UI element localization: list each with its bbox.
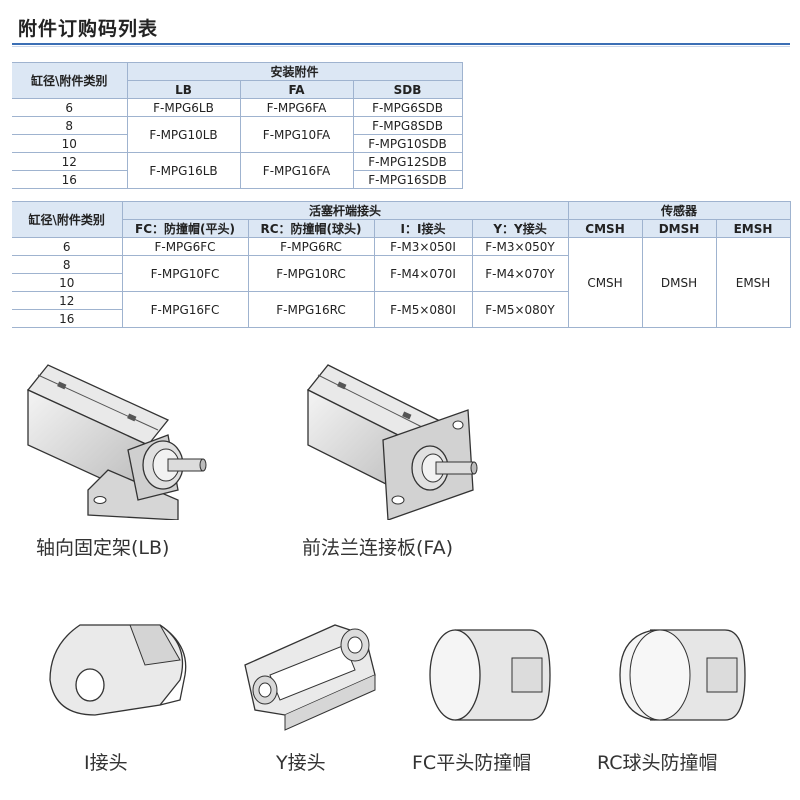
- rc-cell: F-MPG16RC: [247, 291, 375, 328]
- y-cell: F-M5×080Y: [471, 291, 569, 328]
- y-joint-illustration: [244, 624, 376, 731]
- sdb-cell: F-MPG10SDB: [352, 134, 463, 153]
- title-rule-secondary: [12, 46, 790, 47]
- bore-cell: 16: [12, 309, 123, 328]
- table-row: 8 F-MPG10FC F-MPG10RC F-M4×070I F-M4×070…: [12, 255, 790, 292]
- lb-cell: F-MPG16LB: [126, 152, 241, 189]
- bore-cell: 6: [12, 98, 128, 117]
- table1-corner-header: 缸径\附件类别: [12, 62, 128, 99]
- y-caption: Y接头: [276, 752, 326, 774]
- bore-cell: 8: [12, 255, 123, 274]
- table2-corner-header: 缸径\附件类别: [12, 201, 123, 238]
- lb-cell: F-MPG6LB: [126, 98, 241, 117]
- lb-caption: 轴向固定架(LB): [36, 537, 170, 559]
- y-cell: F-M3×050Y: [471, 237, 569, 256]
- dmsh-cell: DMSH: [641, 237, 717, 328]
- fa-cell: F-MPG10FA: [239, 116, 354, 153]
- table2-sensor-group-header: 传感器: [567, 201, 791, 220]
- i-caption: I接头: [84, 752, 128, 774]
- bore-cell: 12: [12, 152, 128, 171]
- sdb-cell: F-MPG12SDB: [352, 152, 463, 171]
- bore-cell: 10: [12, 273, 123, 292]
- i-cell: F-M3×050I: [373, 237, 473, 256]
- i-cell: F-M5×080I: [373, 291, 473, 328]
- fa-cell: F-MPG16FA: [239, 152, 354, 189]
- table-row: 6 F-MPG6LB F-MPG6FA F-MPG6SDB: [12, 98, 463, 117]
- table-row: 12 F-MPG16FC F-MPG16RC F-M5×080I F-M5×08…: [12, 291, 790, 328]
- table2-col-fc: FC：防撞帽(平头): [121, 219, 249, 238]
- table2-col-i: I：I接头: [373, 219, 473, 238]
- fa-caption: 前法兰连接板(FA): [302, 537, 454, 559]
- cmsh-cell: CMSH: [567, 237, 643, 328]
- emsh-cell: EMSH: [715, 237, 791, 328]
- bore-cell: 12: [12, 291, 123, 310]
- table2-rod-group-header: 活塞杆端接头: [121, 201, 569, 220]
- sdb-cell: F-MPG16SDB: [352, 170, 463, 189]
- table1-col-sdb: SDB: [352, 80, 463, 99]
- table2-col-cmsh: CMSH: [567, 219, 643, 238]
- table-row: 16 F-MPG16SDB: [12, 170, 463, 189]
- i-joint-illustration: [49, 624, 187, 716]
- fc-cell: F-MPG16FC: [121, 291, 249, 328]
- table2-col-y: Y：Y接头: [471, 219, 569, 238]
- bore-cell: 10: [12, 134, 128, 153]
- table1-col-lb: LB: [126, 80, 241, 99]
- fc-caption: FC平头防撞帽: [412, 752, 532, 774]
- bore-cell: 8: [12, 116, 128, 135]
- fc-cap-illustration: [429, 629, 551, 721]
- y-cell: F-M4×070Y: [471, 255, 569, 292]
- rc-caption: RC球头防撞帽: [597, 752, 718, 774]
- table2-col-emsh: EMSH: [715, 219, 791, 238]
- fa-flange-illustration: [306, 364, 478, 520]
- table-row: 8 F-MPG10LB F-MPG10FA F-MPG8SDB: [12, 116, 463, 153]
- fc-cell: F-MPG6FC: [121, 237, 249, 256]
- sdb-cell: F-MPG6SDB: [352, 98, 463, 117]
- rc-cell: F-MPG10RC: [247, 255, 375, 292]
- table1-group-header: 安装附件: [126, 62, 463, 81]
- fa-cell: F-MPG6FA: [239, 98, 354, 117]
- rod-end-sensor-table: 缸径\附件类别 活塞杆端接头 传感器 FC：防撞帽(平头) RC：防撞帽(球头)…: [12, 201, 791, 328]
- page-title: 附件订购码列表: [18, 18, 159, 40]
- bore-cell: 16: [12, 170, 128, 189]
- sdb-cell: F-MPG8SDB: [352, 116, 463, 135]
- rc-cap-illustration: [619, 629, 746, 721]
- table-row: 12 F-MPG16LB F-MPG16FA F-MPG12SDB: [12, 152, 463, 189]
- mounting-accessory-table: 缸径\附件类别 安装附件 LB FA SDB 6 F-MPG6LB F-MPG6…: [12, 62, 463, 189]
- rc-cell: F-MPG6RC: [247, 237, 375, 256]
- lb-cell: F-MPG10LB: [126, 116, 241, 153]
- bore-cell: 6: [12, 237, 123, 256]
- table2-col-dmsh: DMSH: [641, 219, 717, 238]
- table1-col-fa: FA: [239, 80, 354, 99]
- title-rule: [12, 43, 790, 45]
- table2-col-rc: RC：防撞帽(球头): [247, 219, 375, 238]
- i-cell: F-M4×070I: [373, 255, 473, 292]
- lb-bracket-illustration: [26, 364, 207, 520]
- table-row: 6 F-MPG6FC F-MPG6RC F-M3×050I F-M3×050Y …: [12, 237, 791, 328]
- table-row: 16: [12, 309, 790, 328]
- fc-cell: F-MPG10FC: [121, 255, 249, 292]
